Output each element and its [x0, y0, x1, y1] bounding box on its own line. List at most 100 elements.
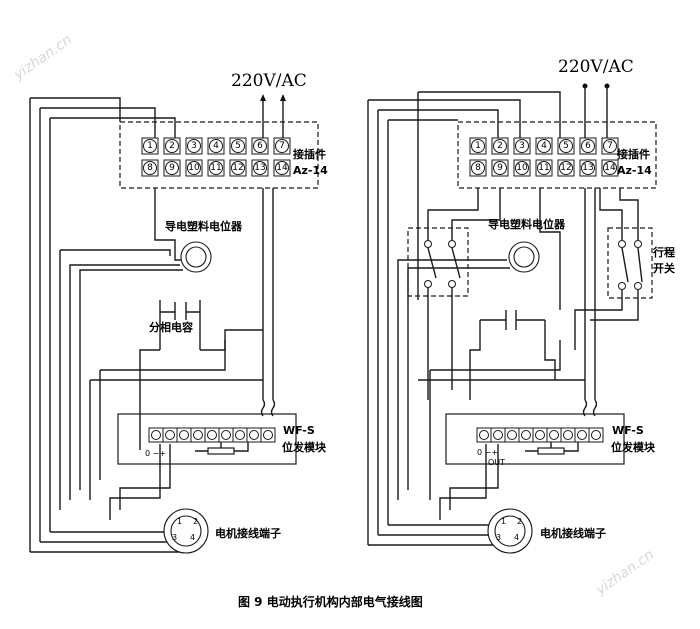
module-terminal-screw	[577, 430, 587, 440]
left-motor-pin-1: 1	[177, 517, 182, 526]
module-terminal-screw	[563, 430, 573, 440]
terminal-number: 12	[560, 163, 571, 173]
left-connector-name: 接插件	[293, 147, 326, 161]
terminal-ring	[603, 161, 617, 175]
module-terminal-screw	[507, 430, 517, 440]
module-terminal-screw	[151, 430, 161, 440]
terminal-number: 9	[497, 163, 503, 173]
terminal-number: 6	[585, 141, 591, 151]
terminal-number: 13	[254, 163, 265, 173]
figure-caption: 图 9 电动执行机构内部电气接线图	[238, 594, 423, 609]
terminal-number: 7	[279, 141, 285, 151]
terminal-ring	[231, 161, 245, 175]
terminal-ring	[209, 161, 223, 175]
left-module-model: WF-S	[283, 424, 315, 437]
left-motor-pin-3: 3	[172, 533, 177, 542]
terminal-ring	[515, 139, 529, 153]
terminal-ring	[559, 161, 573, 175]
module-terminal-screw	[249, 430, 259, 440]
right-module-model: WF-S	[612, 424, 644, 437]
left-motor-pin-4: 4	[190, 533, 195, 542]
terminal-ring	[165, 161, 179, 175]
right-module-signs: 0 −+	[477, 448, 498, 457]
terminal-number: 5	[563, 141, 569, 151]
left-module-terminals	[148, 427, 276, 443]
terminal-ring	[231, 139, 245, 153]
terminal-number: 9	[169, 163, 175, 173]
module-terminal-screw	[165, 430, 175, 440]
terminal-number: 14	[604, 163, 616, 173]
terminal-ring	[187, 161, 201, 175]
terminal-ring	[515, 161, 529, 175]
terminal-number: 3	[519, 141, 525, 151]
right-module-frame	[445, 413, 625, 465]
terminal-ring	[537, 139, 551, 153]
terminal-ring	[603, 139, 617, 153]
right-module-out: OUT	[488, 458, 505, 467]
terminal-number: 7	[607, 141, 613, 151]
terminal-number: 1	[147, 141, 153, 151]
terminal-ring	[537, 161, 551, 175]
module-terminal-screw	[179, 430, 189, 440]
watermark-bottom-right: yizhan.cn	[592, 547, 657, 599]
terminal-number: 5	[235, 141, 241, 151]
module-terminal-screw	[235, 430, 245, 440]
terminal-ring	[493, 161, 507, 175]
right-ac-terminal-1	[582, 83, 588, 89]
terminal-ring	[581, 161, 595, 175]
terminal-ring	[559, 139, 573, 153]
terminal-ring	[253, 161, 267, 175]
terminal-ring	[143, 161, 157, 175]
right-terminals-top: 1 2 3 4 5 6 7	[469, 137, 619, 155]
terminal-number: 4	[213, 141, 219, 151]
module-terminal-screw	[221, 430, 231, 440]
right-motor-pin-2: 2	[517, 517, 522, 526]
right-module-resistor	[537, 447, 565, 455]
terminal-number: 2	[497, 141, 503, 151]
terminal-ring	[471, 161, 485, 175]
right-potentiometer-label: 导电塑料电位器	[488, 217, 566, 231]
module-terminal-screw	[207, 430, 217, 440]
left-motor-pin-2: 2	[193, 517, 198, 526]
terminal-number: 11	[210, 163, 221, 173]
terminal-ring	[275, 139, 289, 153]
left-motor-label: 电机接线端子	[215, 526, 281, 540]
right-module-terminals	[476, 427, 604, 443]
terminal-number: 12	[232, 163, 243, 173]
right-module-label: 位发模块	[611, 440, 656, 454]
terminal-number: 4	[541, 141, 547, 151]
left-ac-arrow-2	[280, 94, 286, 101]
watermark-top-left: yizhan.cn	[10, 32, 75, 84]
terminal-ring	[275, 161, 289, 175]
right-voltage-label: 220V/AC	[558, 57, 634, 77]
module-terminal-screw	[493, 430, 503, 440]
terminal-ring	[581, 139, 595, 153]
right-connector-frame	[457, 121, 657, 189]
right-motor-label: 电机接线端子	[540, 526, 606, 540]
left-connector-model: Az-14	[293, 164, 328, 177]
terminal-number: 14	[276, 163, 288, 173]
terminal-ring	[471, 139, 485, 153]
left-connector-frame	[119, 121, 319, 189]
terminal-ring	[165, 139, 179, 153]
module-terminal-screw	[193, 430, 203, 440]
terminal-number: 8	[475, 163, 481, 173]
right-motor-pin-1: 1	[501, 517, 506, 526]
left-module-signs: 0 −+	[145, 449, 166, 458]
terminal-number: 11	[538, 163, 549, 173]
terminal-ring	[253, 139, 267, 153]
terminal-number: 1	[475, 141, 481, 151]
terminal-number: 3	[191, 141, 197, 151]
right-ac-terminal-2	[604, 83, 610, 89]
right-motor-pin-3: 3	[496, 533, 501, 542]
right-travel-switch	[607, 227, 653, 299]
terminal-ring	[187, 139, 201, 153]
terminal-number: 10	[188, 163, 200, 173]
right-limit-switch-left	[407, 227, 469, 297]
terminal-ring	[209, 139, 223, 153]
